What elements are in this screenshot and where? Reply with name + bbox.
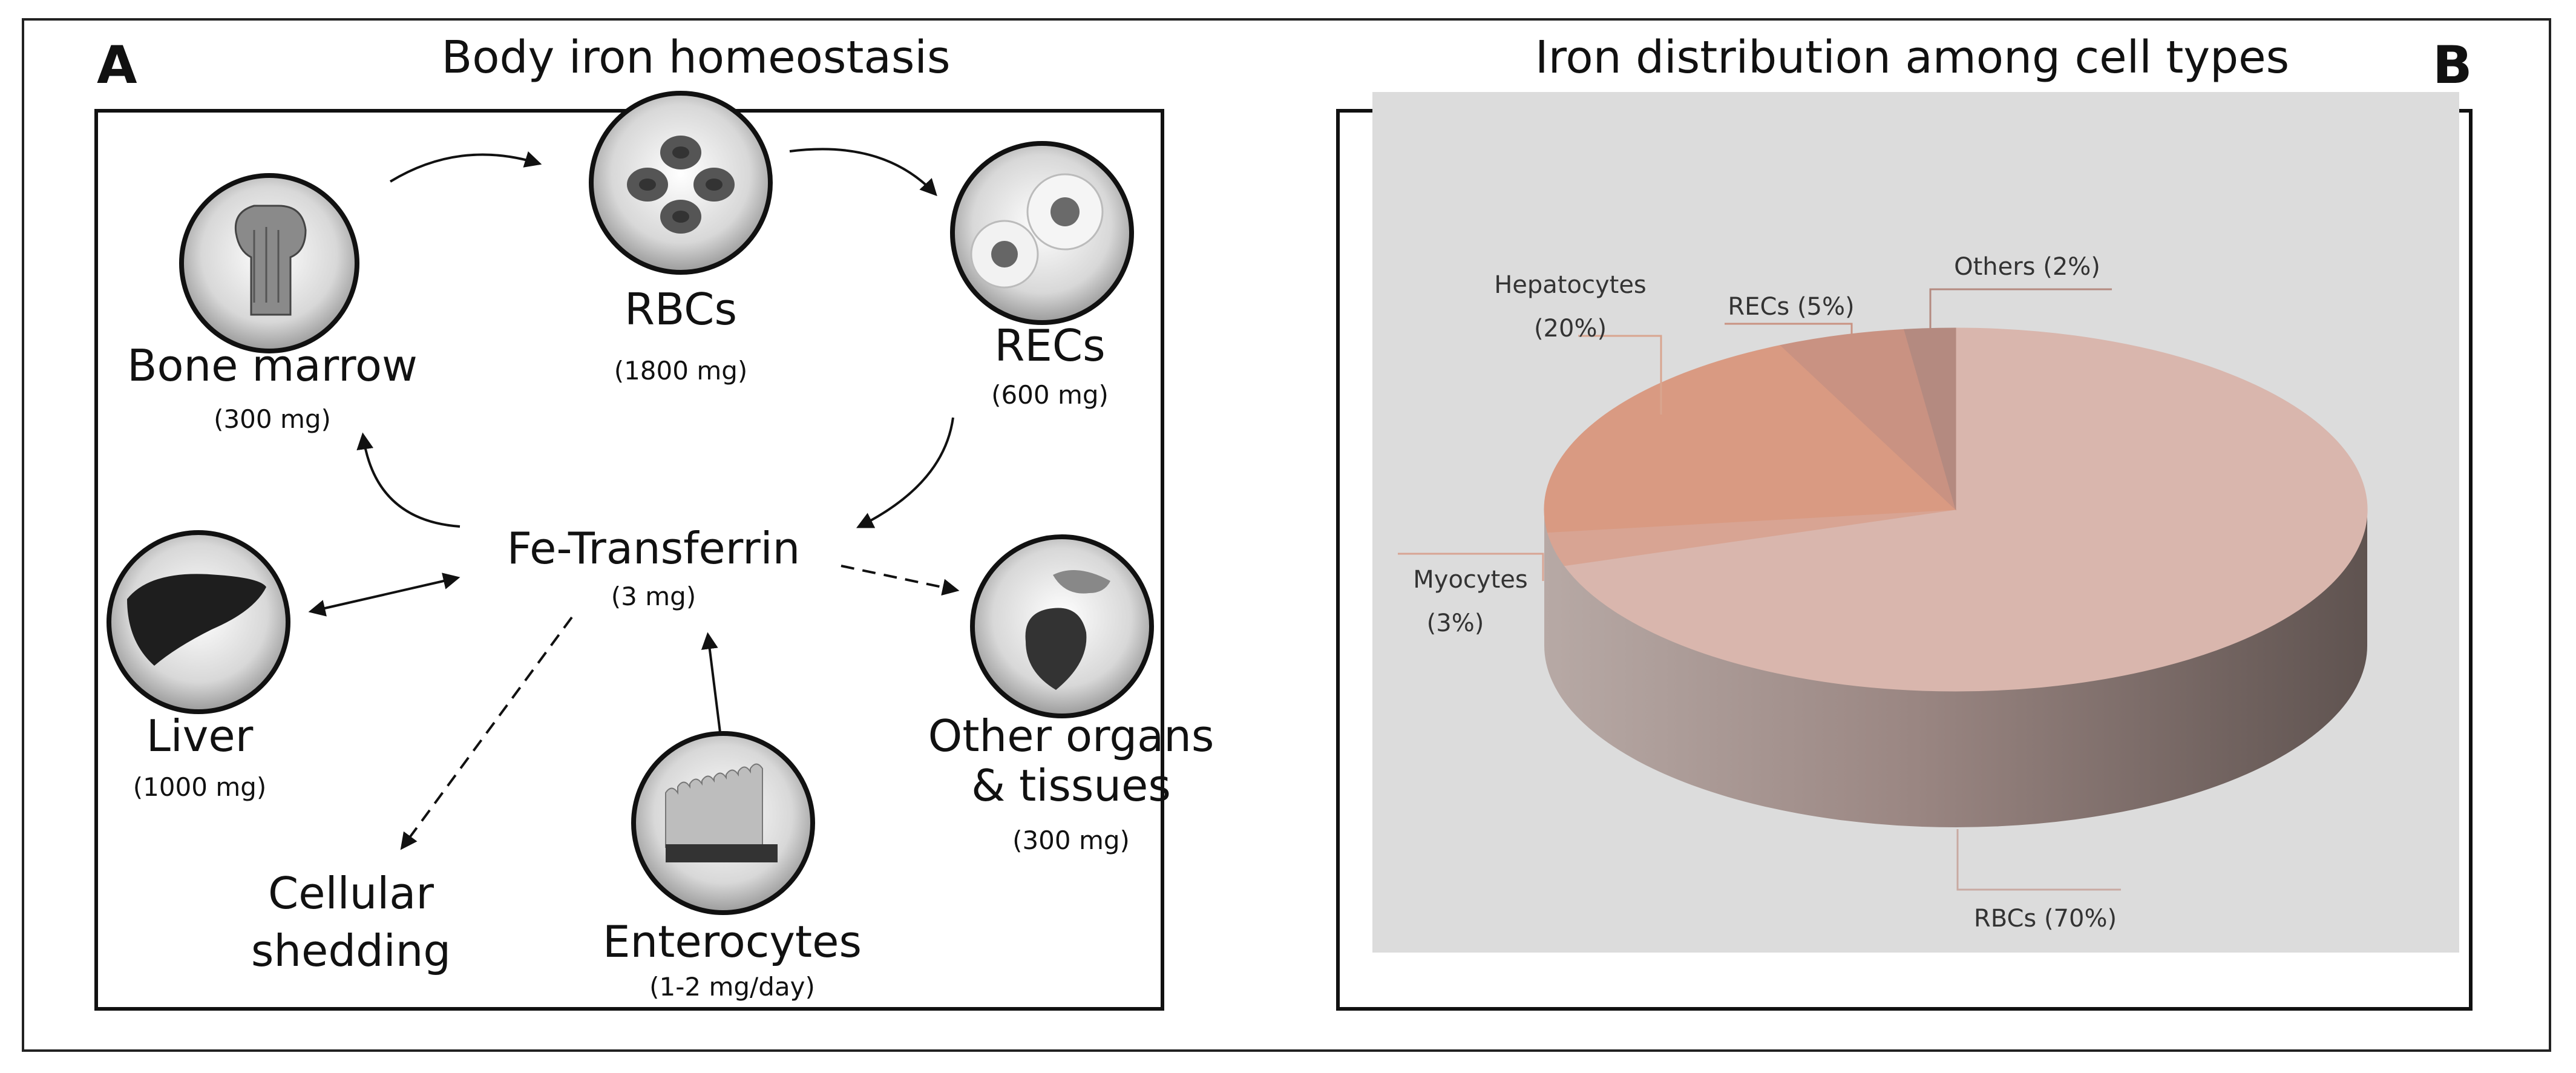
liver-icon [107, 530, 290, 714]
recs-label: RECs [994, 320, 1106, 371]
liver-amount: (1000 mg) [133, 772, 267, 802]
arrow-marrow-to-rbcs [389, 151, 542, 183]
red-blood-cells-icon [589, 91, 773, 275]
arrow-enterocytes-to-transferrin [701, 632, 721, 733]
bone-marrow-amount: (300 mg) [214, 404, 331, 434]
arrow-transferrin-to-organs [841, 565, 960, 596]
panel-b-letter: B [2433, 35, 2473, 96]
panel-a-letter: A [97, 35, 137, 96]
recs-amount: (600 mg) [991, 380, 1109, 410]
leader-others [1929, 288, 2112, 363]
pie-slice-2 [1544, 345, 1957, 533]
leader-myocytes [1398, 553, 1544, 581]
bone-icon [179, 173, 359, 353]
transferrin-amount: (3 mg) [611, 582, 696, 611]
transferrin-label: Fe-Transferrin [506, 523, 801, 574]
pie-label-recs: RECs (5%) [1728, 293, 1855, 321]
arrow-transferrin-to-shedding [400, 616, 573, 850]
pie-label-myocytes: Myocytes [1413, 566, 1528, 594]
leader-hepatocytes [1578, 335, 1662, 415]
leader-rbcs [1956, 829, 2121, 891]
rbcs-amount: (1800 mg) [614, 356, 748, 386]
shedding-label-line1: Cellular [268, 868, 434, 919]
pie-slice-0 [1564, 327, 2368, 692]
arrow-recs-to-transferrin [856, 417, 954, 528]
pie-label-others: Others (2%) [1954, 253, 2100, 281]
intestinal-villi-icon [631, 731, 815, 915]
liver-label: Liver [146, 710, 254, 761]
pie-side [1544, 510, 2367, 827]
shedding-label-line2: shedding [251, 925, 451, 976]
other-tissues-label: & tissues [971, 760, 1171, 811]
panel-b-title: Iron distribution among cell types [1535, 31, 2290, 84]
rbcs-label: RBCs [624, 284, 737, 335]
bone-marrow-label: Bone marrow [127, 340, 418, 391]
enterocytes-amount: (1-2 mg/day) [649, 972, 815, 1002]
panel-a-title: Body iron homeostasis [441, 31, 951, 84]
arrow-rbcs-to-recs [789, 148, 937, 197]
other-organs-label: Other organs [928, 710, 1214, 761]
pie-label-hepatocytes: Hepatocytes [1494, 271, 1647, 299]
pie-label-myocytes-pct: (3%) [1426, 609, 1484, 637]
pie-slice-3 [1780, 329, 1956, 511]
macrophage-icon [950, 141, 1134, 325]
figure-frame [22, 18, 2551, 1052]
pie-label-hepatocytes-pct: (20%) [1533, 315, 1607, 343]
arrow-transferrin-to-marrow [356, 432, 460, 528]
pie-label-rbcs: RBCs (70%) [1973, 905, 2117, 933]
leader-recs [1725, 323, 1853, 369]
enterocytes-label: Enterocytes [603, 916, 862, 967]
arrow-liver-transferrin [308, 573, 460, 617]
other-organs-amount: (300 mg) [1012, 825, 1130, 855]
heart-organs-icon [970, 534, 1154, 718]
